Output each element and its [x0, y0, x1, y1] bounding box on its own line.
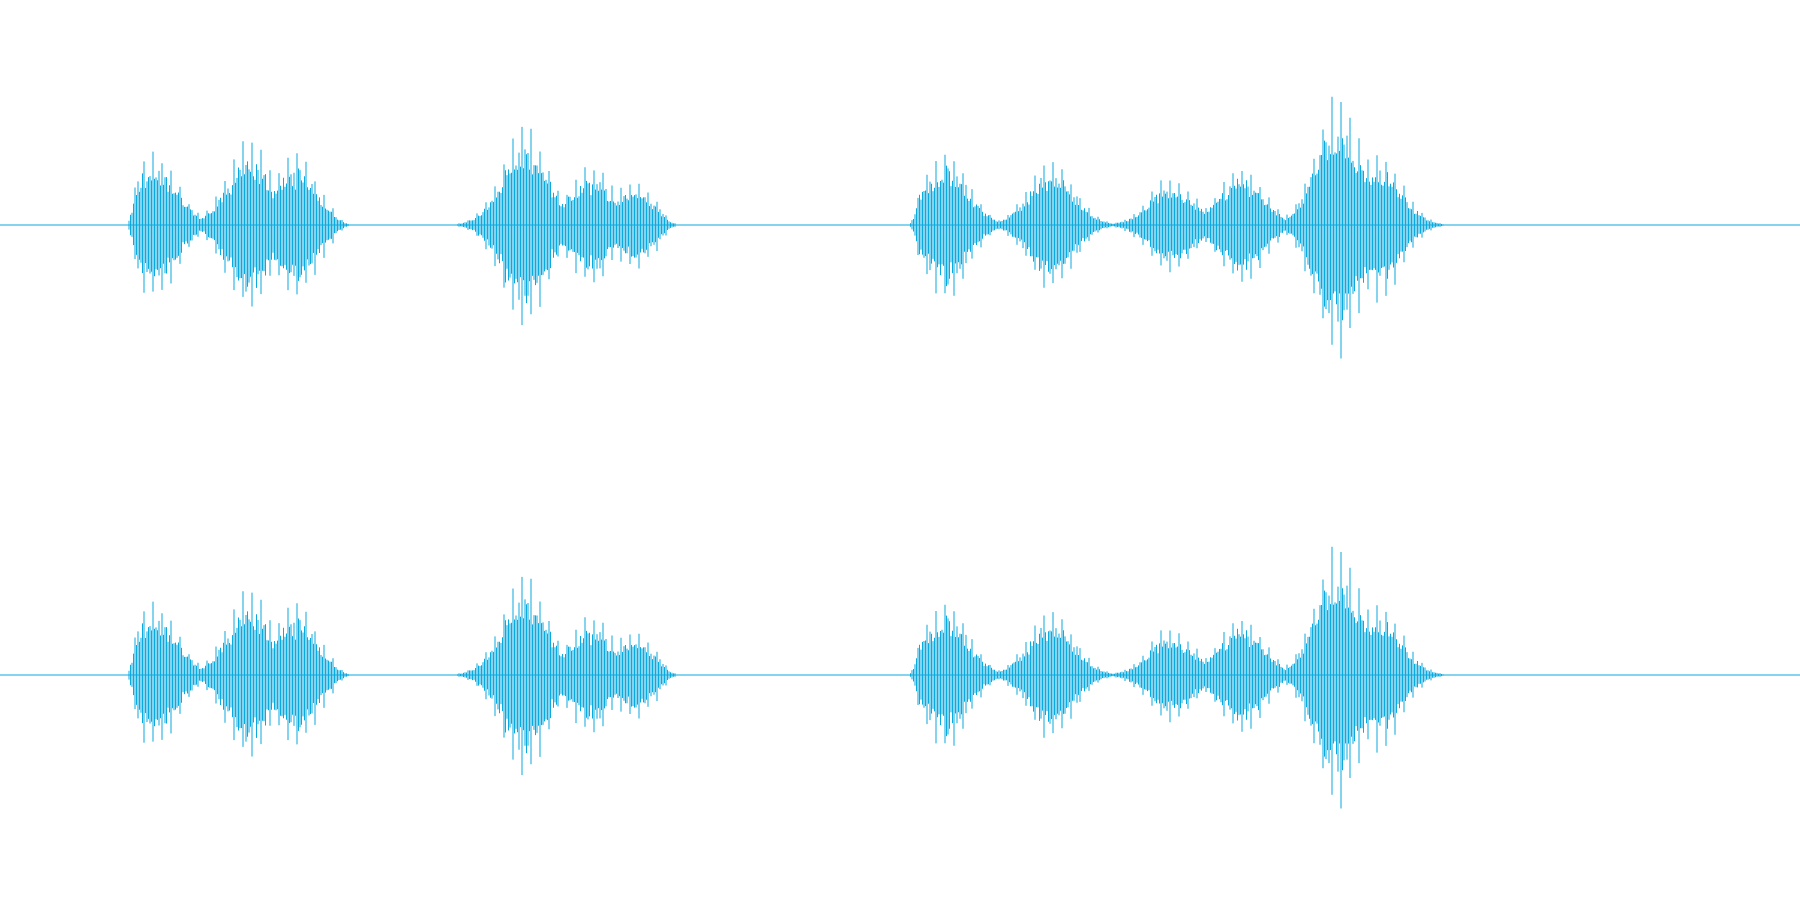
- waveform-channel-1: [0, 96, 1800, 359]
- waveform-trace: [128, 96, 1444, 359]
- waveform-trace: [128, 546, 1444, 809]
- waveform-channel-2: [0, 546, 1800, 809]
